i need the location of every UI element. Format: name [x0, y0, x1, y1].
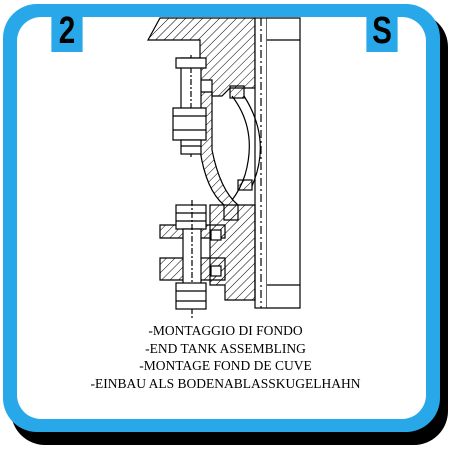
caption: -MONTAGGIO DI FONDO -END TANK ASSEMBLING…	[0, 322, 451, 392]
caption-line-german: -EINBAU ALS BODENABLASSKUGELHAHN	[90, 375, 361, 391]
series-letter-badge: S	[366, 10, 398, 52]
caption-line-english: -END TANK ASSEMBLING	[145, 340, 306, 356]
caption-line-french: -MONTAGE FOND DE CUVE	[139, 358, 312, 373]
caption-line-italian: -MONTAGGIO DI FONDO	[148, 323, 303, 338]
step-number-badge: 2	[51, 10, 83, 52]
